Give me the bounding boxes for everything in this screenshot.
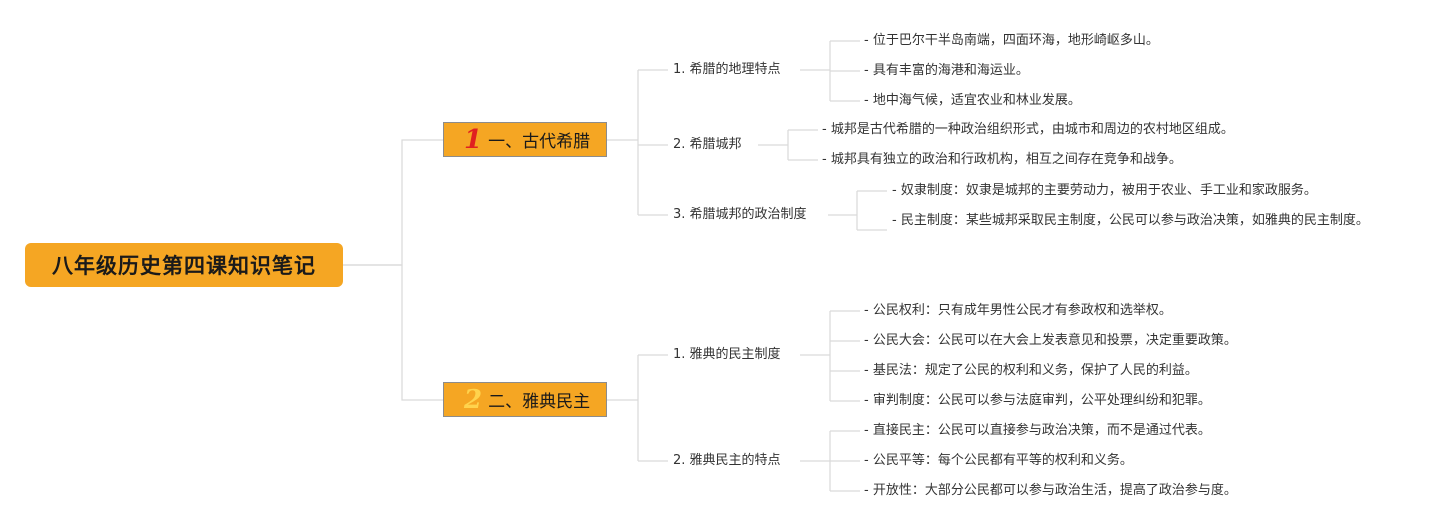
leaf-item[interactable]: - 开放性：大部分公民都可以参与政治生活，提高了政治参与度。	[864, 483, 1237, 498]
number-badge-icon: 2	[464, 384, 483, 415]
root-topic-label: 八年级历史第四课知识笔记	[52, 254, 316, 278]
leaf-item[interactable]: - 公民大会：公民可以在大会上发表意见和投票，决定重要政策。	[864, 333, 1237, 348]
connector-root-branch-2	[343, 264, 443, 401]
connector-topic-1-2-leaves	[758, 129, 818, 161]
leaf-item[interactable]: - 民主制度：某些城邦采取民主制度，公民可以参与政治决策，如雅典的民主制度。	[892, 213, 1369, 228]
topic-democracy-features[interactable]: 2. 雅典民主的特点	[673, 453, 781, 468]
branch-label: 一、古代希腊	[488, 132, 591, 152]
connector-branch-1-topics	[607, 69, 668, 216]
connector-topic-2-1-leaves	[800, 310, 860, 402]
connector-topic-2-2-leaves	[800, 430, 860, 492]
leaf-item[interactable]: - 具有丰富的海港和海运业。	[864, 63, 1029, 78]
number-badge-icon: 1	[464, 124, 483, 155]
leaf-item[interactable]: - 公民平等：每个公民都有平等的权利和义务。	[864, 453, 1133, 468]
leaf-item[interactable]: - 奴隶制度：奴隶是城邦的主要劳动力，被用于农业、手工业和家政服务。	[892, 183, 1317, 198]
branch-ancient-greece[interactable]: 1 一、古代希腊	[443, 122, 607, 157]
branch-label: 二、雅典民主	[488, 392, 591, 412]
connector-topic-1-3-leaves	[828, 190, 887, 231]
topic-city-state-politics[interactable]: 3. 希腊城邦的政治制度	[673, 207, 807, 222]
topic-athenian-democratic-system[interactable]: 1. 雅典的民主制度	[673, 347, 781, 362]
leaf-item[interactable]: - 公民权利：只有成年男性公民才有参政权和选举权。	[864, 303, 1172, 318]
leaf-item[interactable]: - 城邦是古代希腊的一种政治组织形式，由城市和周边的农村地区组成。	[822, 122, 1234, 137]
leaf-item[interactable]: - 地中海气候，适宜农业和林业发展。	[864, 93, 1081, 108]
leaf-item[interactable]: - 城邦具有独立的政治和行政机构，相互之间存在竞争和战争。	[822, 152, 1182, 167]
leaf-item[interactable]: - 审判制度：公民可以参与法庭审判，公平处理纠纷和犯罪。	[864, 393, 1211, 408]
connector-branch-2-topics	[607, 354, 668, 462]
topic-greek-city-states[interactable]: 2. 希腊城邦	[673, 137, 742, 152]
connector-root-branch-1	[343, 139, 443, 266]
root-topic[interactable]: 八年级历史第四课知识笔记	[25, 243, 343, 287]
leaf-item[interactable]: - 位于巴尔干半岛南端，四面环海，地形崎岖多山。	[864, 33, 1159, 48]
leaf-item[interactable]: - 基民法：规定了公民的权利和义务，保护了人民的利益。	[864, 363, 1198, 378]
topic-greek-geography[interactable]: 1. 希腊的地理特点	[673, 62, 781, 77]
branch-athenian-democracy[interactable]: 2 二、雅典民主	[443, 382, 607, 417]
leaf-item[interactable]: - 直接民主：公民可以直接参与政治决策，而不是通过代表。	[864, 423, 1211, 438]
connector-topic-1-1-leaves	[800, 40, 860, 102]
